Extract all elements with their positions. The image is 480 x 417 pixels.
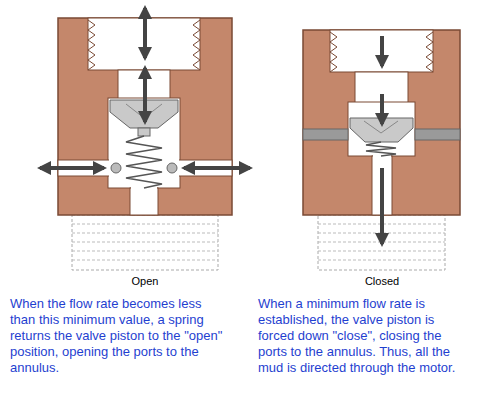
closed-port <box>303 129 348 140</box>
description-text: When the flow rate becomes less than thi… <box>10 296 225 376</box>
figure-label: Open <box>85 274 205 288</box>
closed-port <box>415 129 460 140</box>
bottom-bore <box>130 188 158 215</box>
description-text: When a minimum flow rate is established,… <box>258 296 470 376</box>
spring <box>366 142 396 156</box>
figure-label: Closed <box>322 274 442 288</box>
flow-arrows <box>380 36 384 244</box>
flow-arrows <box>40 8 250 168</box>
closed-valve <box>303 30 460 270</box>
open-valve <box>40 8 250 270</box>
spring <box>126 136 162 188</box>
top-bore <box>330 30 433 72</box>
threaded-pin <box>72 215 218 270</box>
